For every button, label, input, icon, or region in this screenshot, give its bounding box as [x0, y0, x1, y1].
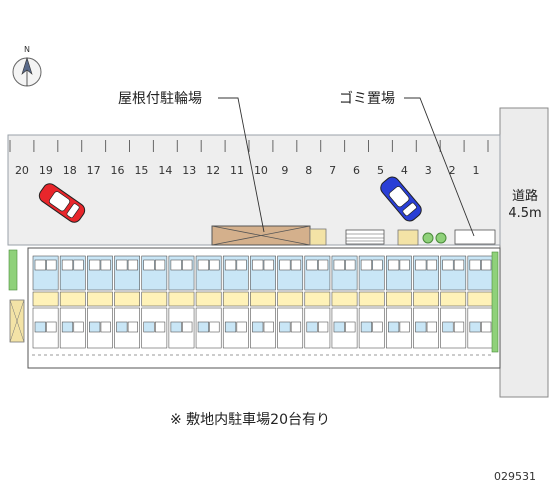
parking-space-number: 7	[329, 164, 336, 177]
parking-space-number: 9	[281, 164, 288, 177]
parking-space-number: 2	[449, 164, 456, 177]
apartment-unit	[331, 255, 358, 349]
roofed-bicycle-parking-label: 屋根付駐輪場	[118, 91, 202, 107]
parking-space-number: 18	[63, 164, 77, 177]
parking-space-number: 6	[353, 164, 360, 177]
parking-space-number: 16	[111, 164, 125, 177]
road	[499, 107, 549, 398]
trash-area	[454, 229, 496, 245]
parking-note: ※ 敷地内駐車場20台有り	[170, 412, 330, 428]
parking-space-number: 11	[230, 164, 244, 177]
parking-space-number: 19	[39, 164, 53, 177]
parking-space-number: 15	[134, 164, 148, 177]
apartment-unit	[467, 255, 494, 349]
parking-space-number: 10	[254, 164, 268, 177]
stairs	[345, 229, 385, 245]
road-width: 4.5m	[508, 206, 542, 221]
leader-roof	[218, 97, 265, 233]
apartment-unit	[413, 255, 439, 349]
entrance-mat	[397, 229, 419, 246]
leader-trash	[404, 97, 475, 237]
greenery-left	[8, 249, 18, 291]
apartment-unit	[141, 255, 168, 349]
shrub	[422, 232, 434, 244]
parking-space-number: 1	[473, 164, 480, 177]
apartment-unit	[168, 255, 195, 349]
parking-space-number: 17	[87, 164, 101, 177]
apartment-units	[32, 255, 494, 356]
parking-space-number: 3	[425, 164, 432, 177]
parking-space-lines	[9, 140, 489, 152]
parking-space-number: 20	[15, 164, 29, 177]
blue-car	[380, 176, 422, 222]
shrub	[435, 232, 447, 244]
apartment-unit	[440, 255, 467, 349]
parking-space-number: 12	[206, 164, 220, 177]
greenery-right	[491, 251, 499, 353]
parking-space-number: 14	[158, 164, 172, 177]
parking-space-numbers: 20 19 18 17 16 15 14 13 12 11 10 9 8 7 6 5 4 3 2 1	[15, 164, 480, 177]
compass: N	[12, 45, 42, 87]
road-name: 道路	[511, 189, 538, 204]
map-code: 029531	[494, 470, 536, 483]
parking-space-number: 13	[182, 164, 196, 177]
compass-north-label: N	[24, 45, 30, 54]
trash-area-label: ゴミ置場	[339, 91, 395, 107]
apartment-unit	[195, 255, 222, 349]
parking-space-number: 8	[305, 164, 312, 177]
apartment-unit	[59, 255, 86, 349]
apartment-unit	[304, 255, 331, 349]
apartment-unit	[87, 255, 113, 349]
parking-space-number: 4	[401, 164, 408, 177]
apartment-unit	[222, 255, 249, 349]
parking-space-number: 5	[377, 164, 384, 177]
road-label: 道路 4.5m	[502, 188, 548, 222]
apartment-unit	[358, 255, 385, 349]
apartment-unit	[114, 255, 141, 349]
apartment-unit	[277, 255, 304, 349]
apartment-unit	[250, 255, 276, 349]
stairs-left	[309, 228, 327, 246]
red-car	[38, 183, 86, 223]
apartment-unit	[32, 255, 59, 349]
apartment-unit	[385, 255, 412, 349]
